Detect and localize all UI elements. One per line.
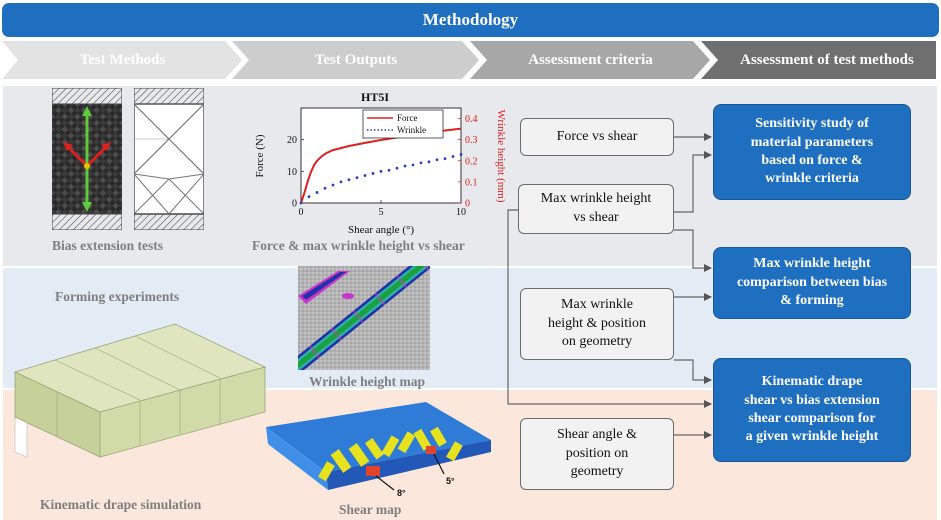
y2-tick-label: 0.4 bbox=[465, 114, 478, 125]
wrinkle-point bbox=[347, 178, 351, 182]
wrinkle-point bbox=[355, 176, 359, 180]
chart-legend: Force Wrinkle bbox=[362, 109, 444, 139]
chevron-test-outputs bbox=[232, 41, 479, 79]
wrinkle-point bbox=[403, 164, 407, 168]
red-arrow-left bbox=[65, 144, 89, 168]
wrinkle-point bbox=[307, 195, 311, 199]
chevron-assessment-criteria bbox=[470, 41, 710, 79]
wrinkle-point bbox=[379, 169, 383, 173]
caption-force-wrinkle: Force & max wrinkle height vs shear bbox=[252, 238, 465, 253]
caption-shear-map: Shear map bbox=[339, 502, 402, 517]
criterion-shear-angle-position: Shear angle & position on geometry bbox=[520, 418, 674, 490]
shear-label-5: 5° bbox=[446, 476, 455, 486]
stage-label: Test Outputs bbox=[314, 51, 398, 68]
arrow-position-to-kinematic bbox=[674, 359, 712, 384]
methodology-title: Methodology bbox=[2, 3, 939, 37]
wrinkle-point bbox=[299, 201, 303, 205]
wrinkle-point bbox=[315, 191, 319, 194]
stage-label: Assessment of test methods bbox=[740, 51, 914, 68]
legend-force-label: Force bbox=[397, 113, 418, 123]
stage-label: Test Methods bbox=[79, 51, 166, 68]
y2-axis-label: Wrinkle height (mm) bbox=[495, 109, 507, 202]
wrinkle-point bbox=[427, 160, 431, 164]
shear-label-8: 8° bbox=[397, 488, 406, 498]
wrinkle-point bbox=[451, 155, 455, 158]
x-tick-label: 5 bbox=[379, 207, 384, 218]
assessment-wrinkle-comparison: Max wrinkle height comparison between bi… bbox=[713, 247, 911, 319]
caption-wrinkle-map: Wrinkle height map bbox=[309, 374, 426, 389]
caption-forming-experiments: Forming experiments bbox=[55, 289, 180, 304]
wrinkle-point bbox=[419, 161, 423, 165]
wrinkle-point bbox=[443, 157, 447, 161]
bias-extension-specimen bbox=[52, 88, 122, 230]
y-tick-label: 20 bbox=[287, 135, 297, 146]
arrow-wrinkle-to-comparison bbox=[674, 229, 712, 272]
wrinkle-height-map bbox=[298, 266, 430, 370]
criterion-force-vs-shear: Force vs shear bbox=[520, 118, 674, 156]
legend-wrinkle-label: Wrinkle bbox=[397, 125, 426, 135]
wrinkle-point bbox=[411, 163, 415, 167]
arrow-wrinkle-to-sensitivity bbox=[674, 151, 712, 213]
y2-tick-label: 0.2 bbox=[465, 156, 478, 167]
wrinkle-point bbox=[323, 186, 327, 190]
caption-bias-extension: Bias extension tests bbox=[52, 238, 163, 253]
x-tick-label: 0 bbox=[299, 207, 304, 218]
caption-kinematic: Kinematic drape simulation bbox=[40, 497, 202, 512]
wrinkle-point bbox=[371, 172, 375, 175]
y-tick-label: 0 bbox=[292, 199, 297, 210]
assessment-sensitivity: Sensitivity study of material parameters… bbox=[713, 104, 911, 200]
assessment-kinematic-comparison: Kinematic drape shear vs bias extension … bbox=[713, 358, 911, 462]
wrinkle-point bbox=[339, 180, 343, 184]
wrinkle-point bbox=[395, 166, 399, 170]
y2-tick-label: 0 bbox=[465, 199, 470, 210]
wrinkle-point bbox=[387, 168, 391, 172]
criterion-max-wrinkle-vs-shear: Max wrinkle height vs shear bbox=[518, 184, 674, 234]
wrinkle-point bbox=[459, 153, 463, 156]
chart-title: HT5I bbox=[361, 90, 389, 104]
y2-tick-label: 0.3 bbox=[465, 135, 478, 146]
x-axis-label: Shear angle (°) bbox=[348, 224, 414, 236]
shear-map: 8° 5° bbox=[266, 402, 491, 498]
criterion-max-wrinkle-position: Max wrinkle height & position on geometr… bbox=[520, 288, 674, 360]
chevron-test-methods bbox=[2, 41, 242, 79]
y2-tick-label: 0.1 bbox=[465, 177, 478, 188]
y-tick-label: 10 bbox=[287, 167, 297, 178]
wrinkle-point bbox=[363, 174, 367, 177]
methodology-title-text: Methodology bbox=[422, 10, 519, 29]
stage-label: Assessment criteria bbox=[528, 51, 653, 68]
red-arrow-right bbox=[85, 144, 109, 168]
bias-extension-diagram bbox=[134, 88, 204, 230]
wrinkle-point bbox=[331, 183, 335, 187]
kinematic-drape-geometry bbox=[13, 323, 267, 458]
chevron-assessment-of-test-methods bbox=[701, 41, 936, 79]
x-tick-label: 10 bbox=[456, 207, 466, 218]
wrinkle-point bbox=[435, 158, 439, 162]
line-wrinkle-to-kinematic bbox=[507, 209, 712, 408]
y-axis-label: Force (N) bbox=[254, 134, 266, 177]
stage-chevrons bbox=[2, 41, 936, 79]
